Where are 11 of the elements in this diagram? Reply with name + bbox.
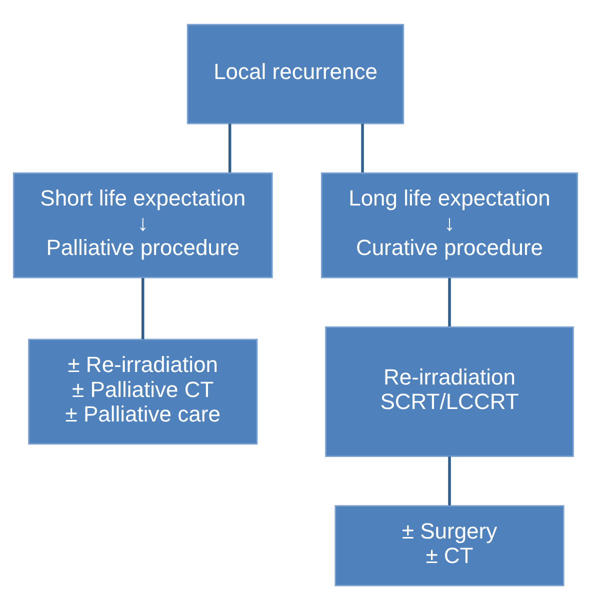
- connector: [142, 278, 144, 340]
- connector: [361, 124, 364, 172]
- node-box: ± Surgery ± CT: [334, 505, 564, 586]
- node-box: Short life expectation ↓ Palliative procedure: [12, 172, 273, 278]
- node-box: Long life expectation ↓ Curative procedure: [320, 172, 578, 278]
- connector: [228, 124, 232, 172]
- node-box: Local recurrence: [186, 24, 404, 124]
- node-box: ± Re-irradiation ± Palliative CT ± Palliative care: [28, 338, 258, 445]
- connector: [448, 456, 451, 506]
- node-box: Re-irradiation SCRT/LCCRT: [325, 326, 574, 457]
- connector: [448, 278, 451, 326]
